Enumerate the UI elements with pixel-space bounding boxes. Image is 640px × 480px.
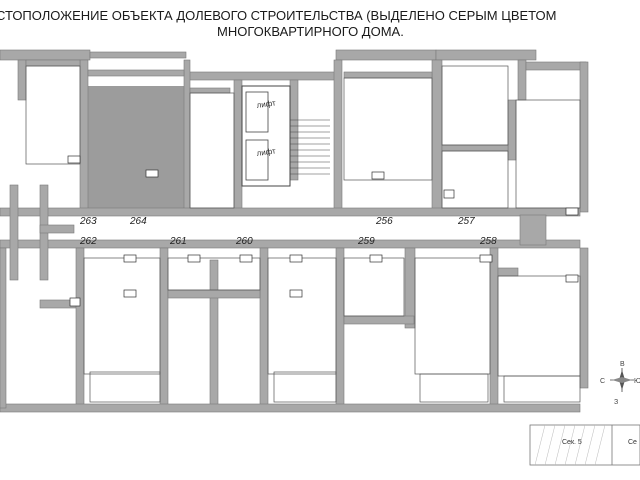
room-outlines [25,65,581,403]
apartment-number-256: 256 [375,216,393,227]
compass-south: З [614,399,618,406]
apartment-number-263: 263 [79,216,97,227]
apartment-number-261: 261 [169,236,187,247]
apartment-number-260: 260 [235,236,253,247]
legend-section-5: Сек. 5 [562,439,582,446]
apartment-number-258: 258 [479,236,497,247]
lift-label-1: лифт [256,98,277,110]
apartment-number-264: 264 [129,216,147,227]
walls [0,49,589,413]
highlighted-apartment-264 [86,86,186,210]
legend-section-next: Се [628,439,637,446]
section-legend [529,424,640,466]
stair-core [241,85,330,187]
compass-west: С [600,378,605,385]
title-line-2: МНОГОКВАРТИРНОГО ДОМА. [217,24,404,39]
apartment-number-262: 262 [79,236,97,247]
apartment-number-259: 259 [357,236,375,247]
title-line-1: СТОПОЛОЖЕНИЕ ОБЪЕКТА ДОЛЕВОГО СТРОИТЕЛЬС… [0,8,557,23]
compass-north: В [620,361,625,368]
fixtures [67,155,579,307]
lift-label-2: лифт [256,146,277,158]
compass-east: Ю [634,378,640,385]
compass-icon [610,368,634,392]
apartment-number-257: 257 [457,216,475,227]
